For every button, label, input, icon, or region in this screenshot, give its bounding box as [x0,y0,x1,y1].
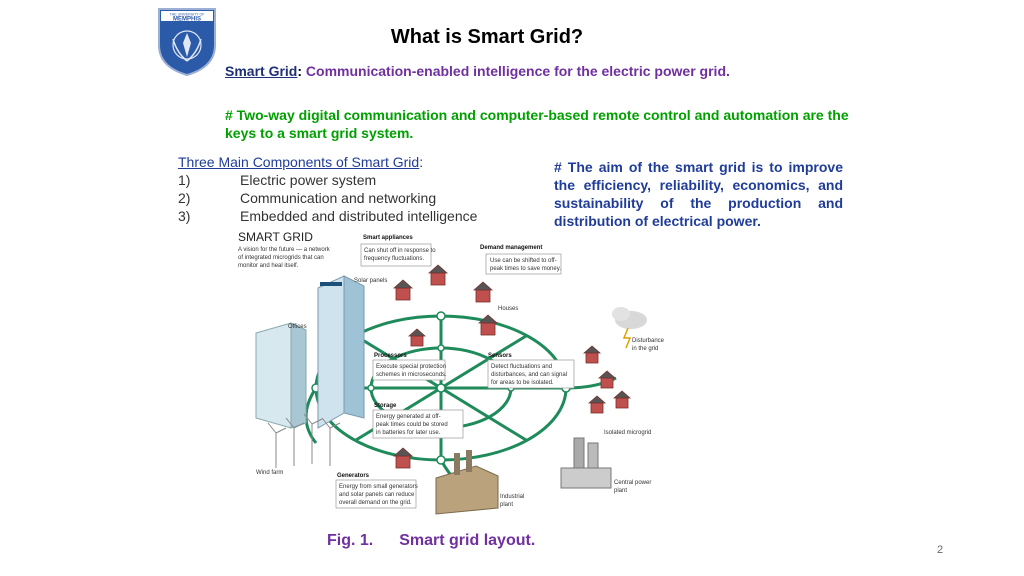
central-power-plant-label: plant [614,488,627,494]
generators-heading: Generators [337,473,370,479]
wind-farm-label: Wind farm [256,470,283,476]
sensors-box [487,359,575,389]
smart-appliances-box [360,243,432,267]
list-item: 2)Communication and networking [178,190,437,206]
keys-paragraph: # Two-way digital communication and comp… [225,107,849,141]
disturbance-label: in the grid [632,346,658,352]
storage-heading: Storage [374,403,397,409]
page-title: What is Smart Grid? [390,26,584,48]
aim-paragraph: # The aim of the smart grid is to improv… [554,159,843,229]
industrial-plant-label: plant [500,502,513,508]
definition-separator: : [297,63,303,79]
generators-text: overall demand on the grid. [339,500,412,506]
generators-box [335,479,417,509]
components-heading: Three Main Components of Smart Grid: [178,154,424,170]
logo-top-text: THE UNIVERSITY OF [170,13,205,17]
cloud-icon [612,307,647,349]
university-logo: THE UNIVERSITY OF MEMPHIS [158,8,216,77]
definition-text: Communication-enabled intelligence for t… [302,63,730,79]
smart-appliances-text: frequency fluctuations. [364,256,424,262]
isolated-microgrid-label: Isolated microgrid [604,430,651,436]
storage-text: in batteries for later use. [376,430,441,436]
storage-text: peak times could be stored [376,422,448,428]
figure-caption: Fig. 1. Smart grid layout. [327,532,535,550]
processors-text: Execute special protection [376,364,446,370]
smart-appliances-text: Can shut off in response to [364,248,436,254]
demand-management-heading: Demand management [480,245,542,251]
list-item: 1)Electric power system [178,172,377,188]
offices-label: Offices [288,324,307,330]
definition-term: Smart Grid [225,63,298,79]
office-buildings [255,275,365,429]
central-power-plant [560,437,612,489]
components-list: Three Main Components of Smart Grid: 1)E… [178,153,508,225]
list-item: 3)Embedded and distributed intelligence [178,208,478,224]
disturbance-label: Disturbance [632,338,665,344]
figure-number: Fig. 1. [327,532,374,549]
sensors-text: Detect fluctuations and [491,364,552,370]
sensors-heading: Sensors [488,353,512,359]
demand-management-text: Use can be shifted to off- [490,258,557,264]
industrial-plant [435,450,499,515]
smart-appliances-heading: Smart appliances [363,235,413,241]
logo-name: MEMPHIS [173,17,201,23]
industrial-plant-label: Industrial [500,494,524,500]
smart-grid-definition: Smart Grid: Communication-enabled intell… [225,63,730,79]
solar-panels-label: Solar panels [354,278,387,284]
diagram-intro-line: A vision for the future — a network [238,247,331,253]
wind-turbines [267,413,341,468]
processors-box [372,359,446,381]
sensors-text: for areas to be isolated. [491,380,554,386]
smart-grid-diagram: SMART GRID A vision for the future — a n… [238,230,665,515]
demand-management-text: peak times to save money. [490,266,561,272]
generators-text: and solar panels can reduce [339,492,415,498]
demand-management-box [485,253,562,275]
diagram-intro-line: monitor and heal itself. [238,263,299,269]
sensors-text: disturbances, and can signal [491,372,567,378]
processors-heading: Processors [374,353,407,359]
diagram-intro-line: of integrated microgrids that can [238,255,324,261]
diagram-title: SMART GRID [238,230,313,244]
houses-label: Houses [498,306,518,312]
central-power-plant-label: Central power [614,480,651,486]
page-number: 2 [937,544,944,556]
processors-text: schemes in microseconds. [376,372,447,378]
storage-text: Energy generated at off- [376,414,441,420]
generators-text: Energy from small generators [339,484,418,490]
storage-box [372,409,464,439]
figure-caption-text: Smart grid layout. [399,532,536,549]
